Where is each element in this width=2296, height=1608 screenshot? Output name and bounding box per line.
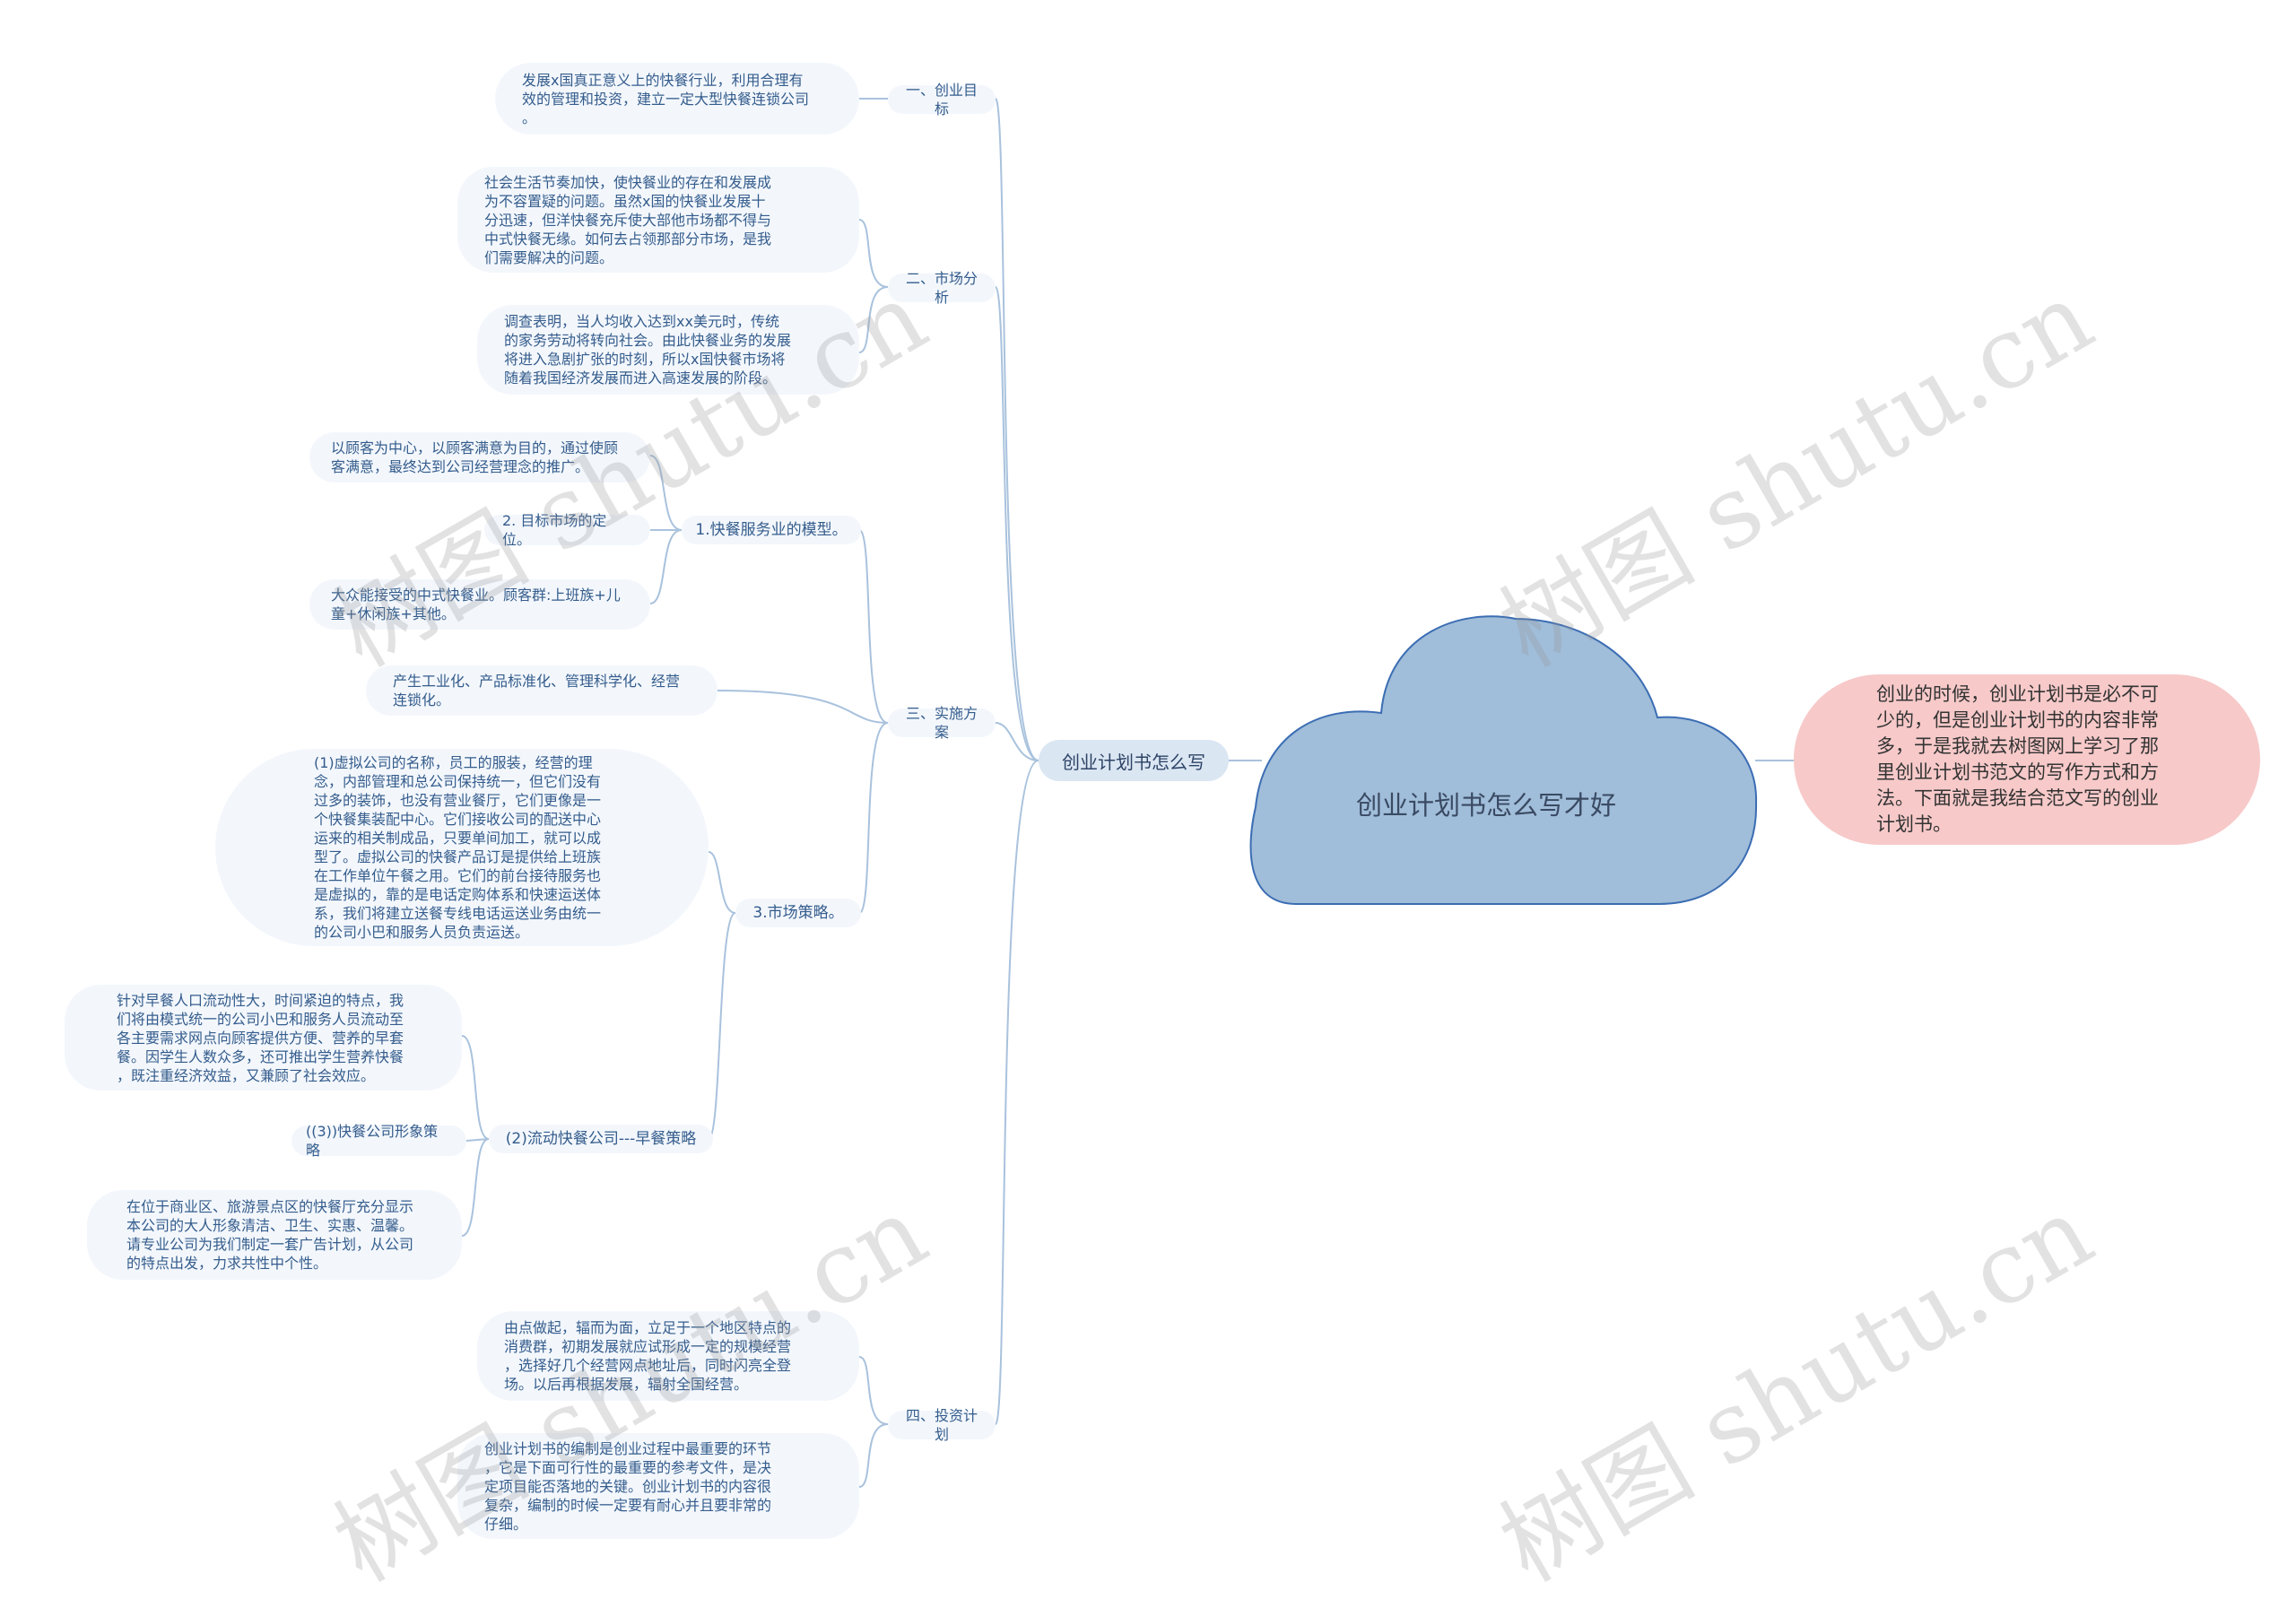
leaf-strategy-1[interactable]: (1)虚拟公司的名称，员工的服装，经营的理 念，内部管理和总公司保持统一，但它们…: [215, 749, 709, 946]
branch-market-label: 二、市场分析: [905, 270, 978, 306]
link-b2-m1: [858, 219, 889, 288]
leaf-implementation-1[interactable]: 产生工业化、产品标准化、管理科学化、经营 连锁化。: [366, 665, 718, 716]
link-b3-s1: [858, 529, 889, 724]
center-cloud-shape: [1249, 615, 1758, 905]
branch-goal-label: 一、创业目标: [905, 82, 978, 117]
leaf-market-1[interactable]: 社会生活节奏加快，使快餐业的存在和发展成 为不容置疑的问题。虽然x国的快餐业发展…: [457, 167, 859, 273]
link-b4-inv1: [858, 1356, 889, 1425]
branch-investment-label: 四、投资计划: [905, 1407, 978, 1443]
link-b2-m2: [858, 286, 889, 353]
leaf-breakfast-2[interactable]: ((3))快餐公司形象策略: [291, 1123, 466, 1159]
leaf-model-2[interactable]: 2. 目标市场的定位。: [484, 512, 650, 548]
branch-investment[interactable]: 四、投资计划: [888, 1407, 996, 1443]
link-root-b2: [995, 286, 1039, 761]
intro-note[interactable]: 创业的时候，创业计划书是必不可 少的，但是创业计划书的内容非常 多，于是我就去树…: [1794, 674, 2260, 845]
leaf-breakfast-2-text: ((3))快餐公司形象策略: [306, 1123, 439, 1159]
leaf-investment-1[interactable]: 由点做起，辐而为面，立足于一个地区特点的 消费群，初期发展就应试形成一定的规模经…: [477, 1311, 859, 1401]
link-root-b3: [995, 722, 1039, 761]
root-node[interactable]: 创业计划书怎么写: [1039, 740, 1229, 781]
leaf-breakfast-1-text: 针对早餐人口流动性大，时间紧迫的特点，我 们将由模式统一的公司小巴和服务人员流动…: [117, 991, 404, 1084]
leaf-market-2-text: 调查表明，当人均收入达到xx美元时，传统 的家务劳动将转向社会。由此快餐业务的发…: [504, 313, 792, 387]
link-s3-bf1: [461, 1035, 490, 1140]
leaf-breakfast-1[interactable]: 针对早餐人口流动性大，时间紧迫的特点，我 们将由模式统一的公司小巴和服务人员流动…: [65, 985, 462, 1091]
leaf-model-2-text: 2. 目标市场的定位。: [502, 512, 607, 548]
link-root-b1: [995, 98, 1039, 761]
leaf-investment-2[interactable]: 创业计划书的编制是创业过程中最重要的环节 ，它是下面可行性的最重要的参考文件，是…: [457, 1433, 859, 1539]
center-title: 创业计划书怎么写才好: [1355, 790, 1616, 821]
leaf-model-3-text: 大众能接受的中式快餐业。顾客群:上班族+儿 童+休闲族+其他。: [331, 587, 621, 622]
intro-text: 创业的时候，创业计划书是必不可 少的，但是创业计划书的内容非常 多，于是我就去树…: [1876, 683, 2159, 835]
leaf-model-3[interactable]: 大众能接受的中式快餐业。顾客群:上班族+儿 童+休闲族+其他。: [309, 579, 650, 630]
link-b3-s2: [858, 722, 889, 914]
link-s3-bf3: [461, 1138, 490, 1237]
sub-strategy-label: 3.市场策略。: [752, 903, 844, 922]
link-s1-model3: [649, 529, 683, 604]
leaf-investment-1-text: 由点做起，辐而为面，立足于一个地区特点的 消费群，初期发展就应试形成一定的规模经…: [504, 1319, 792, 1393]
leaf-strategy-1-text: (1)虚拟公司的名称，员工的服装，经营的理 念，内部管理和总公司保持统一，但它们…: [314, 754, 602, 941]
link-s2-s3: [708, 912, 736, 1140]
root-label: 创业计划书怎么写: [1062, 751, 1205, 773]
sub-breakfast[interactable]: (2)流动快餐公司---早餐策略: [489, 1125, 713, 1153]
link-s3-bf2: [465, 1138, 490, 1142]
leaf-breakfast-3-text: 在位于商业区、旅游景点区的快餐厅充分显示 本公司的大人形象清洁、卫生、实惠、温馨…: [126, 1198, 414, 1272]
branch-market[interactable]: 二、市场分析: [888, 270, 996, 306]
branch-implementation-label: 三、实施方案: [905, 705, 978, 741]
sub-model-label: 1.快餐服务业的模型。: [695, 520, 848, 539]
leaf-market-1-text: 社会生活节奏加快，使快餐业的存在和发展成 为不容置疑的问题。虽然x国的快餐业发展…: [484, 173, 772, 266]
branch-goal[interactable]: 一、创业目标: [888, 82, 996, 117]
branch-implementation[interactable]: 三、实施方案: [888, 705, 996, 741]
leaf-breakfast-3[interactable]: 在位于商业区、旅游景点区的快餐厅充分显示 本公司的大人形象清洁、卫生、实惠、温馨…: [87, 1190, 462, 1280]
link-s1-model1: [649, 455, 683, 531]
link-s2-strategy1: [708, 851, 736, 914]
leaf-model-1[interactable]: 以顾客为中心，以顾客满意为目的，通过使顾 客满意，最终达到公司经营理念的推广。: [309, 432, 650, 482]
link-root-b4: [995, 760, 1039, 1425]
sub-model[interactable]: 1.快餐服务业的模型。: [682, 516, 861, 544]
link-b3-impl1: [717, 690, 889, 724]
sub-breakfast-label: (2)流动快餐公司---早餐策略: [505, 1129, 697, 1148]
leaf-goal-text: 发展x国真正意义上的快餐行业，利用合理有 效的管理和投资，建立一定大型快餐连锁公…: [522, 71, 810, 126]
leaf-market-2[interactable]: 调查表明，当人均收入达到xx美元时，传统 的家务劳动将转向社会。由此快餐业务的发…: [477, 305, 859, 395]
link-b4-inv2: [858, 1423, 889, 1488]
sub-strategy[interactable]: 3.市场策略。: [735, 899, 861, 927]
leaf-investment-2-text: 创业计划书的编制是创业过程中最重要的环节 ，它是下面可行性的最重要的参考文件，是…: [484, 1439, 772, 1533]
leaf-implementation-1-text: 产生工业化、产品标准化、管理科学化、经营 连锁化。: [393, 673, 681, 708]
leaf-goal[interactable]: 发展x国真正意义上的快餐行业，利用合理有 效的管理和投资，建立一定大型快餐连锁公…: [495, 63, 859, 135]
leaf-model-1-text: 以顾客为中心，以顾客满意为目的，通过使顾 客满意，最终达到公司经营理念的推广。: [331, 439, 619, 475]
